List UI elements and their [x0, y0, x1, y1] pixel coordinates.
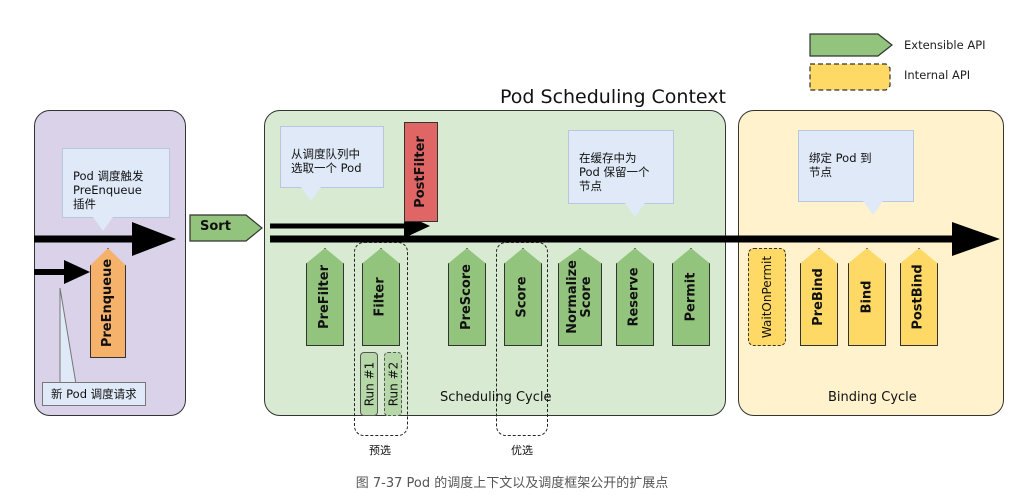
prescore-plugin: PreScore: [448, 248, 486, 346]
legend-extensible-label: Extensible API: [904, 38, 986, 52]
normalize-score-label: Normalize Score: [565, 260, 594, 334]
waitonpermit-plugin: WaitOnPermit: [748, 248, 786, 346]
prescore-label: PreScore: [459, 264, 475, 330]
postfilter-plugin: PostFilter: [404, 122, 438, 222]
bind-callout-text: 绑定 Pod 到 节点: [809, 151, 872, 179]
prebind-label: PreBind: [811, 268, 826, 326]
main-flow-arrowhead: [952, 222, 1000, 256]
prefilter-plugin: PreFilter: [306, 248, 344, 346]
score-group-label: 优选: [511, 444, 533, 457]
sort-label: Sort: [200, 219, 231, 234]
filter-group-box: [354, 242, 408, 436]
legend-internal-label: Internal API: [904, 68, 971, 82]
preenqueue-callout: Pod 调度触发 PreEnqueue 插件: [62, 148, 170, 231]
score-plugin: Score: [504, 248, 542, 346]
bind-callout: 绑定 Pod 到 节点: [798, 130, 914, 215]
filter-plugin: Filter: [362, 248, 400, 346]
filter-label: Filter: [373, 277, 388, 317]
reserve-label: Reserve: [627, 267, 642, 327]
score-label: Score: [515, 276, 531, 318]
diagram-title: Pod Scheduling Context: [500, 86, 726, 108]
sort-arrow: [189, 214, 263, 242]
preenqueue-label: PreEnqueue: [100, 258, 115, 348]
bind-label: Bind: [859, 280, 874, 314]
legend-extensible-swatch: [809, 33, 893, 57]
binding-cycle-label: Binding Cycle: [828, 390, 917, 405]
postbind-plugin: PostBind: [900, 248, 938, 346]
pop-pod-callout-text: 从调度队列中 选取一个 Pod: [291, 147, 362, 175]
prefilter-label: PreFilter: [317, 265, 332, 329]
preenqueue-plugin: PreEnqueue: [90, 248, 126, 358]
run-2-label: Run #2: [386, 361, 401, 407]
reserve-callout: 在缓存中为 Pod 保留一个 节点: [568, 130, 674, 217]
pop-pod-callout: 从调度队列中 选取一个 Pod: [280, 126, 384, 201]
reserve-callout-text: 在缓存中为 Pod 保留一个 节点: [579, 151, 650, 193]
figure-caption: 图 7-37 Pod 的调度上下文以及调度框架公开的扩展点: [355, 476, 669, 491]
reserve-plugin: Reserve: [616, 248, 654, 346]
new-pod-note: 新 Pod 调度请求: [42, 382, 146, 406]
permit-plugin: Permit: [672, 248, 710, 346]
run-1-label: Run #1: [362, 361, 377, 407]
postbind-label: PostBind: [911, 264, 926, 330]
queue-main-arrowhead: [132, 222, 176, 256]
preenqueue-callout-text: Pod 调度触发 PreEnqueue 插件: [73, 169, 144, 211]
permit-label: Permit: [683, 272, 699, 322]
filter-run-1: Run #1: [360, 352, 378, 416]
score-group-box: [496, 242, 548, 436]
queue-new-pod-arrowhead: [64, 260, 90, 284]
legend-shapes: [809, 33, 893, 91]
new-pod-note-tail: [59, 287, 77, 385]
waitonpermit-label: WaitOnPermit: [760, 255, 774, 339]
legend-internal-swatch: [809, 63, 891, 91]
normalize-score-plugin: Normalize Score: [558, 248, 602, 346]
bind-plugin: Bind: [848, 248, 886, 346]
prefilter-group-label: 预选: [369, 444, 391, 457]
prebind-plugin: PreBind: [800, 248, 838, 346]
filter-run-2: Run #2: [384, 352, 402, 416]
scheduling-cycle-label: Scheduling Cycle: [440, 390, 552, 405]
postfilter-label: PostFilter: [413, 136, 428, 208]
